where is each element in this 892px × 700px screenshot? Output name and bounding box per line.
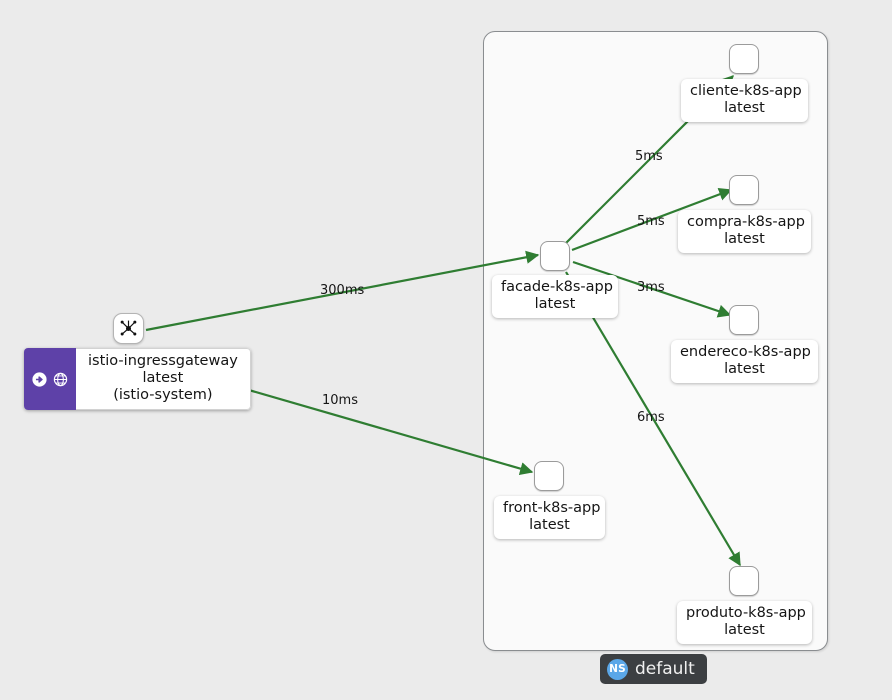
service-name-endereco: endereco-k8s-app [680,344,811,360]
service-label-cliente[interactable]: cliente-k8s-app latest [681,79,808,122]
service-version-cliente: latest [724,100,765,116]
service-name-front: front-k8s-app [503,500,601,516]
service-label-facade[interactable]: facade-k8s-app latest [492,275,618,318]
edge-latency-facade-cliente: 5ms [635,149,663,164]
globe-route-icon [53,372,68,386]
service-label-produto[interactable]: produto-k8s-app latest [677,601,812,644]
edge-latency-gateway-facade: 300ms [320,283,365,298]
arrow-circle-icon [32,371,47,387]
service-label-endereco[interactable]: endereco-k8s-app latest [671,340,818,383]
service-label-compra[interactable]: compra-k8s-app latest [678,210,811,253]
service-version-facade: latest [534,296,576,312]
service-name-cliente: cliente-k8s-app [690,83,802,99]
gateway-namespace: (istio-system) [113,387,213,403]
service-name-compra: compra-k8s-app [687,214,805,230]
gateway-node-istio-ingressgateway[interactable]: istio-ingressgateway latest (istio-syste… [24,348,251,410]
service-version-compra: latest [724,231,765,247]
gateway-badge [24,348,76,410]
edge-latency-facade-produto: 6ms [637,410,665,425]
mesh-topology-node[interactable] [113,313,144,344]
service-node-compra[interactable] [729,175,759,205]
edge-latency-facade-endereco: 3ms [637,280,665,295]
service-node-facade[interactable] [540,241,570,271]
service-node-produto[interactable] [729,566,759,596]
service-node-endereco[interactable] [729,305,759,335]
namespace-name: default [635,659,695,679]
gateway-name: istio-ingressgateway [88,353,238,369]
service-version-endereco: latest [724,361,765,377]
gateway-text: istio-ingressgateway latest (istio-syste… [76,348,251,410]
service-name-produto: produto-k8s-app [686,605,806,621]
service-node-cliente[interactable] [729,44,759,74]
service-label-front[interactable]: front-k8s-app latest [494,496,605,539]
service-node-front[interactable] [534,461,564,491]
mesh-topology-icon [120,320,137,336]
service-version-produto: latest [724,622,765,638]
service-name-facade: facade-k8s-app [501,279,613,295]
service-version-front: latest [529,517,570,533]
namespace-badge[interactable]: NS default [600,654,707,684]
edge-latency-gateway-front: 10ms [322,393,358,408]
edge-latency-facade-compra: 5ms [637,214,665,229]
namespace-chip-icon: NS [607,658,628,680]
gateway-version: latest [142,370,184,386]
